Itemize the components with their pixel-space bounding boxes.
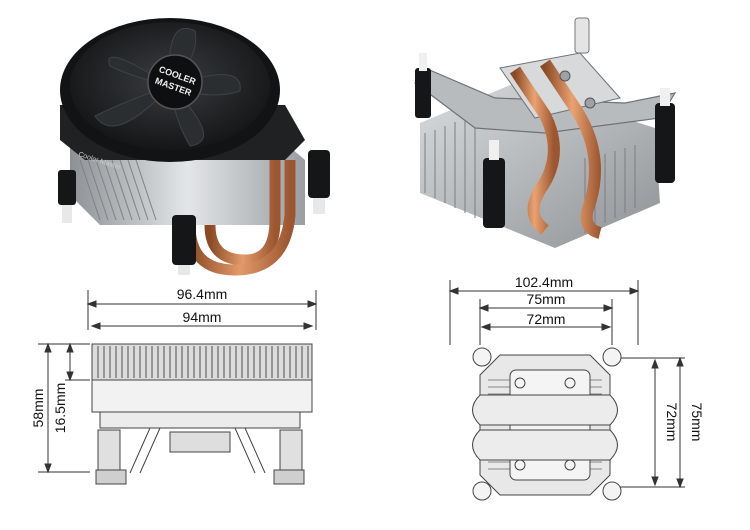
heatsink-photo-no-fan [405,8,695,273]
dim-top-height-outer: 75mm [689,403,705,442]
fan-hub-logo [147,54,203,110]
dim-height-total: 58mm [30,389,46,428]
push-pin-back-left [415,53,431,118]
side-view-drawing: 96.4mm 94mm 58mm 16.5mm [20,282,350,527]
push-pin-right [655,88,675,183]
mounting-pin-front [172,215,196,275]
push-pin-back-right [574,17,590,54]
dim-top-width-inner: 72mm [527,311,566,327]
mounting-pin-right [308,150,330,214]
dim-top-width-mid: 75mm [527,291,566,307]
top-view-drawing: 102.4mm 75mm 72mm 72mm 75mm [440,275,740,527]
heatpipe-a [510,66,560,235]
heatpipe-1 [204,160,281,266]
dim-top-height-inner: 72mm [664,403,680,442]
heatpipe-b [540,59,602,239]
push-pin-front-left [483,140,505,228]
top-bracket-and-pipes [472,347,622,501]
dim-top-width-outer: 102.4mm [515,275,573,290]
cooler-photo-with-fan: Cooler Master COOLER MASTER [40,10,340,280]
side-base-and-pipes [91,379,313,485]
dim-width-inner: 94mm [183,309,222,325]
dim-width-outer: 96.4mm [177,286,228,302]
side-heatsink-outline [91,343,313,381]
mounting-pin-left [58,170,76,223]
dim-height-base: 16.5mm [52,383,68,434]
side-fin-lines [97,346,309,378]
